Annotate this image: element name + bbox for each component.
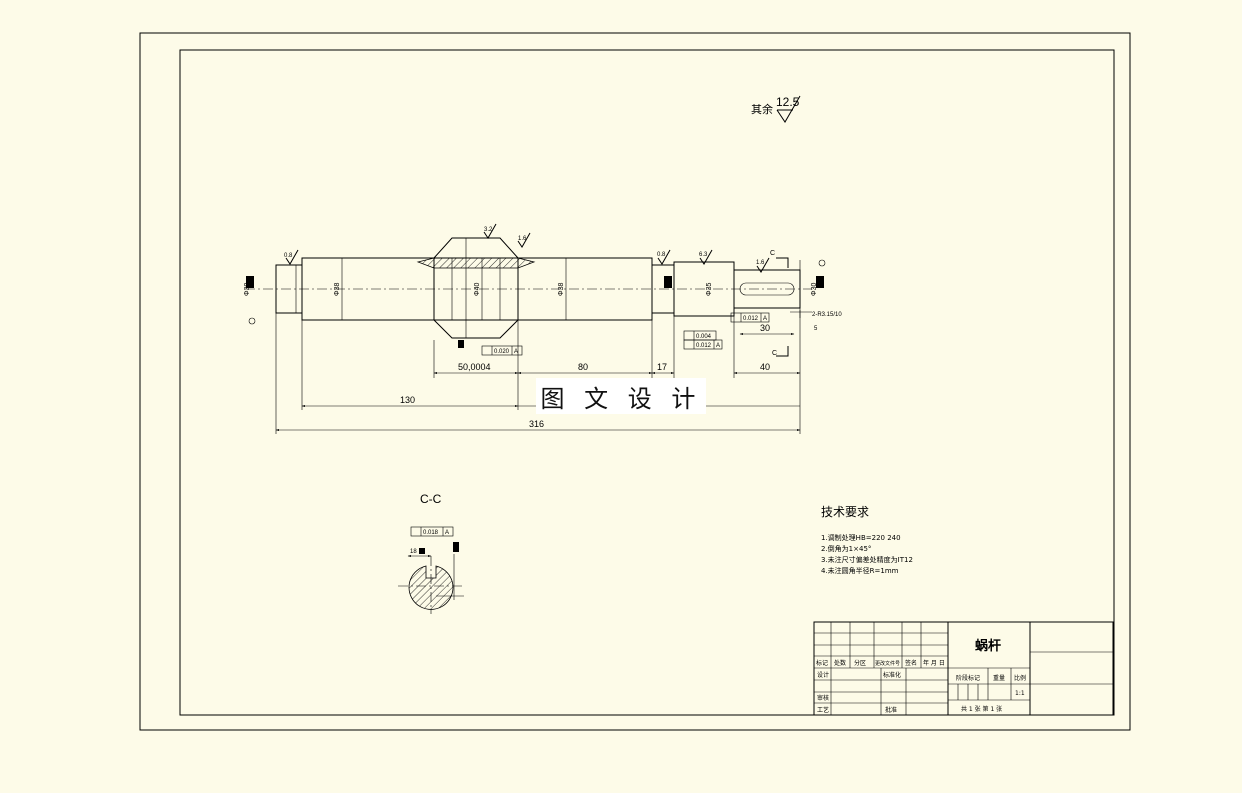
tb-header: 年 月 日 bbox=[923, 659, 945, 667]
dim-50: 50,0004 bbox=[458, 362, 491, 372]
tol-datum: A bbox=[716, 343, 720, 349]
tb-sheets: 共 1 张 第 1 张 bbox=[961, 705, 1002, 713]
diameter-label: Φ35 bbox=[706, 283, 713, 296]
section-tol-value: 0.018 bbox=[423, 530, 439, 536]
datum-marks bbox=[246, 259, 826, 348]
tech-req-item: 2.倒角为1×45° bbox=[821, 544, 871, 553]
surface-mark: 1.6 bbox=[518, 236, 527, 242]
inner-frame bbox=[179, 49, 1115, 716]
tb-ratio: 比例 bbox=[1014, 674, 1026, 682]
tol-datum: A bbox=[514, 349, 518, 355]
dim-17: 17 bbox=[657, 362, 667, 372]
tb-scale: 1:1 bbox=[1015, 690, 1025, 697]
tech-req-item: 1.调制处理HB=220 240 bbox=[821, 533, 901, 542]
diameter-label: Φ30 bbox=[811, 283, 818, 296]
tol-value: 0.020 bbox=[494, 349, 510, 355]
tb-review: 审核 bbox=[817, 694, 829, 702]
keyway-note: 2-R3.15/10 bbox=[812, 312, 842, 318]
technical-requirements: 技术要求 1.调制处理HB=220 240 2.倒角为1×45° 3.未注尺寸偏… bbox=[821, 505, 913, 575]
tolerance-frames: 0.020 A 0.004 0.012 A 0.012 A bbox=[481, 312, 770, 356]
section-letter-bottom: C bbox=[772, 350, 777, 357]
title-block: 标记 处数 分区 更改文件号 签名 年 月 日 设计 标准化 审核 工艺 批准 … bbox=[813, 621, 1114, 716]
section-dim: 18 bbox=[410, 549, 417, 555]
roughness-label: 其余 bbox=[751, 102, 773, 116]
shaft-outline bbox=[275, 237, 801, 339]
section-tol-datum: A bbox=[445, 530, 449, 536]
tech-req-title: 技术要求 bbox=[821, 505, 869, 519]
tb-header: 更改文件号 bbox=[875, 660, 900, 667]
section-marker-c: C C 2-R3.15/10 bbox=[770, 250, 842, 357]
tb-process: 工艺 bbox=[817, 706, 829, 714]
diameter-label: Φ40 bbox=[474, 283, 481, 296]
tb-design: 设计 bbox=[817, 671, 829, 679]
dim-130: 130 bbox=[400, 395, 415, 405]
dimensions: 50,0004 80 17 40 30 5 130 316 bbox=[275, 310, 818, 434]
section-view-cc: C-C 0.018 A 18 bbox=[398, 492, 464, 614]
part-name: 蜗杆 bbox=[975, 638, 1001, 654]
tb-header: 标记 bbox=[816, 659, 828, 667]
tb-standard: 标准化 bbox=[883, 671, 901, 679]
tol-datum: A bbox=[763, 316, 767, 322]
tol-value: 0.012 bbox=[743, 316, 759, 322]
tb-weight: 重量 bbox=[993, 674, 1005, 682]
tol-value: 0.012 bbox=[696, 343, 712, 349]
diameter-label: Φ38 bbox=[558, 283, 565, 296]
dim-316: 316 bbox=[529, 419, 544, 429]
tb-stage-mark: 阶段标记 bbox=[956, 674, 980, 682]
tb-header: 处数 bbox=[834, 659, 846, 667]
tb-approve: 批准 bbox=[885, 706, 897, 714]
watermark: 图 文 设 计 bbox=[536, 378, 706, 414]
surface-mark: 0.8 bbox=[284, 253, 293, 259]
dim-80: 80 bbox=[578, 362, 588, 372]
tb-header: 分区 bbox=[854, 659, 866, 667]
diameter-labels: Φ30 Φ38 Φ40 Φ38 Φ35 Φ30 bbox=[244, 283, 818, 296]
tb-header: 签名 bbox=[905, 659, 917, 667]
roughness-value: 12.5 bbox=[776, 95, 800, 109]
dim-40: 40 bbox=[760, 362, 770, 372]
outer-frame bbox=[139, 32, 1131, 731]
dim-30: 30 bbox=[760, 323, 770, 333]
tol-value: 0.004 bbox=[696, 334, 712, 340]
surface-finish-marks: 0.8 3.2 1.6 0.8 6.3 1.6 bbox=[284, 223, 770, 273]
diameter-label: Φ38 bbox=[334, 283, 341, 296]
roughness-general-symbol: 其余 12.5 bbox=[751, 95, 801, 123]
diameter-label: Φ30 bbox=[244, 283, 251, 296]
tech-req-item: 3.未注尺寸偏差处精度为IT12 bbox=[821, 555, 913, 564]
section-view-label: C-C bbox=[420, 492, 442, 506]
section-letter-top: C bbox=[770, 250, 775, 257]
surface-mark: 3.2 bbox=[484, 227, 493, 233]
surface-mark: 0.8 bbox=[657, 252, 666, 258]
surface-mark: 1.6 bbox=[756, 260, 765, 266]
dim-5: 5 bbox=[814, 326, 818, 332]
surface-mark: 6.3 bbox=[699, 252, 708, 258]
tech-req-item: 4.未注圆角半径R=1mm bbox=[821, 566, 899, 575]
